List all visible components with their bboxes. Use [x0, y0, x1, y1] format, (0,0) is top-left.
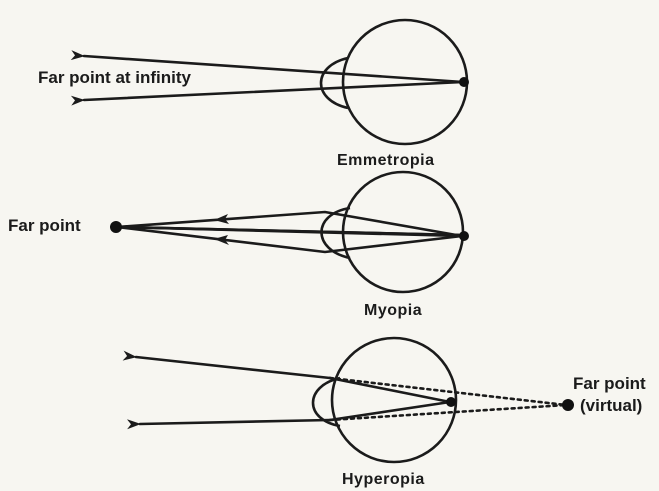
hyperopia-caption: Hyperopia [342, 471, 425, 488]
hyperopia-far-point-label-line2: (virtual) [580, 396, 642, 415]
hyperopia-panel: Far point (virtual) Hyperopia [136, 338, 646, 488]
myopia-far-point-label: Far point [8, 216, 81, 235]
emmetropia-caption: Emmetropia [337, 152, 434, 169]
myopia-ray-top [117, 227, 462, 236]
myopia-caption: Myopia [364, 302, 422, 319]
hyperopia-lower-ray [140, 420, 330, 424]
hyperopia-inner-lower-ray [330, 402, 450, 420]
myopia-far-point-dot [110, 221, 122, 233]
hyperopia-dotted-lower [330, 405, 566, 420]
hyperopia-retina-dot [446, 397, 456, 407]
hyperopia-far-point-dot [562, 399, 574, 411]
hyperopia-upper-ray [136, 357, 330, 378]
emmetropia-panel: Far point at infinity Emmetropia [38, 20, 469, 169]
hyperopia-far-point-label-line1: Far point [573, 374, 646, 393]
emmetropia-retina-dot [459, 77, 469, 87]
myopia-retina-dot [459, 231, 469, 241]
emmetropia-far-point-label: Far point at infinity [38, 68, 192, 87]
hyperopia-inner-upper-ray [330, 378, 450, 402]
myopia-panel: Far point Myopia [8, 172, 469, 319]
